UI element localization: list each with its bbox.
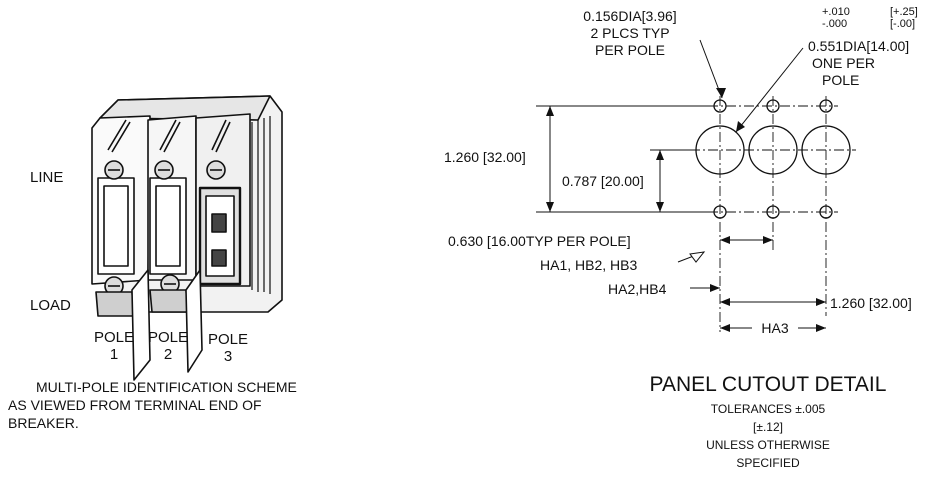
small-hole-callout: 0.156DIA[3.96] 2 PLCS TYP PER POLE xyxy=(560,8,700,59)
caption-line-2: AS VIEWED FROM TERMINAL END OF xyxy=(8,397,262,413)
tolerance-metric-minus: [-.00] xyxy=(890,18,916,30)
tolerance-inch-minus: -.000 xyxy=(822,18,848,30)
dim-pole-pitch: 0.630 [16.00TYP PER POLE] xyxy=(448,233,631,249)
dim-center-height: 0.787 [20.00] xyxy=(562,173,644,189)
dim-overall-width: 1.260 [32.00] xyxy=(830,295,912,311)
line-label: LINE xyxy=(30,169,64,186)
pole-1-word: POLE xyxy=(93,329,135,346)
ref-ha2-hb4: HA2,HB4 xyxy=(608,281,667,297)
panel-cutout-title: PANEL CUTOUT DETAIL xyxy=(649,373,887,396)
tolerance-metric-plus: [+.25] xyxy=(890,6,918,18)
pole-3-label: POLE 3 xyxy=(202,332,254,364)
tolerance-note-line-2: [±.12] xyxy=(753,420,783,434)
caption-line-1: MULTI-POLE IDENTIFICATION SCHEME xyxy=(36,379,297,395)
tolerance-note-line-4: SPECIFIED xyxy=(736,456,800,470)
pole-2-number: 2 xyxy=(163,346,173,363)
large-hole-qty: ONE PER xyxy=(812,55,876,71)
caption-line-3: BREAKER. xyxy=(8,415,79,431)
tolerance-note: TOLERANCES ±.005 [±.12] UNLESS OTHERWISE… xyxy=(668,400,868,472)
pole-3-number: 3 xyxy=(223,348,233,365)
tolerance-note-line-1: TOLERANCES ±.005 xyxy=(710,402,826,416)
ref-ha3: HA3 xyxy=(761,320,789,336)
large-hole-callout: 0.551DIA[14.00] ONE PER POLE xyxy=(808,38,909,89)
pole-2-label: POLE 2 xyxy=(142,330,194,362)
small-hole-dia: 0.156DIA[3.96] xyxy=(583,8,677,24)
small-hole-per: PER POLE xyxy=(594,42,666,58)
tolerance-inch-plus: +.010 xyxy=(822,6,850,18)
pole-2-word: POLE xyxy=(147,329,189,346)
identification-caption: MULTI-POLE IDENTIFICATION SCHEME AS VIEW… xyxy=(8,378,297,432)
tolerance-note-line-3: UNLESS OTHERWISE xyxy=(706,438,830,452)
ref-ha1-hb2-hb3: HA1, HB2, HB3 xyxy=(540,257,638,273)
pole-3-block xyxy=(195,113,251,287)
pole-2-block xyxy=(147,115,197,313)
pole-1-block xyxy=(91,115,151,317)
dim-overall-height: 1.260 [32.00] xyxy=(444,149,526,165)
large-hole-per: POLE xyxy=(822,72,860,88)
tolerance-metric: [+.25] [-.00] xyxy=(890,6,918,30)
large-hole-dia: 0.551DIA[14.00] xyxy=(808,38,910,54)
load-label: LOAD xyxy=(30,297,71,314)
pole-1-number: 1 xyxy=(109,346,119,363)
pole-1-label: POLE 1 xyxy=(88,330,140,362)
small-hole-qty: 2 PLCS TYP xyxy=(590,25,670,41)
tolerance-inch: +.010 -.000 xyxy=(822,6,850,30)
pole-3-word: POLE xyxy=(207,331,249,348)
